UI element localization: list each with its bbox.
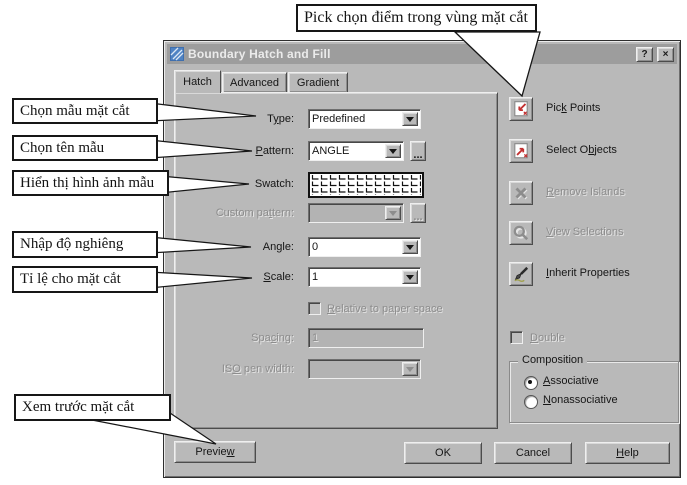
custom-pattern-browse-button: ... [410,203,426,223]
select-objects-button[interactable] [509,139,533,163]
associative-radio[interactable] [524,376,538,390]
associative-label: Associative [543,375,599,387]
app-icon [170,47,184,61]
view-selections-icon [513,225,529,241]
note-type: Chọn mẫu mặt cắt [12,98,158,124]
cancel-button[interactable]: Cancel [494,442,572,464]
pattern-browse-button[interactable]: ... [410,141,426,161]
scale-dropdown[interactable]: 1 [308,267,421,287]
remove-islands-icon [515,187,528,200]
type-label: Type: [267,113,294,125]
view-selections-label: View Selections [546,226,624,238]
select-objects-label: Select Objects [546,144,617,156]
iso-pen-width-dropdown [308,359,421,379]
inherit-properties-button[interactable] [509,262,533,286]
angle-label: Angle: [262,241,294,253]
note-pattern: Chọn tên mẫu [12,135,158,161]
chevron-down-icon [402,362,418,376]
angle-dropdown[interactable]: 0 [308,237,421,257]
relative-paper-space-label: Relative to paper space [327,303,443,315]
tab-gradient[interactable]: Gradient [288,72,348,92]
note-angle: Nhập độ nghiêng [12,231,158,258]
chevron-down-icon [385,206,401,220]
note-preview: Xem trước mặt cắt [14,394,171,421]
pick-points-icon [514,101,528,117]
double-label: Double [530,332,565,344]
custom-pattern-dropdown [308,203,404,223]
note-scale: Tỉ lệ cho mặt cắt [12,266,158,293]
type-value: Predefined [312,113,366,125]
note-pick-points: Pick chọn điểm trong vùng mặt cắt [296,4,537,32]
iso-pen-width-label: ISO pen width: [221,363,294,375]
chevron-down-icon[interactable] [402,112,418,126]
close-button[interactable]: × [657,46,674,62]
tab-hatch[interactable]: Hatch [174,70,221,93]
chevron-down-icon[interactable] [385,144,401,158]
scale-value: 1 [312,271,319,283]
double-checkbox [510,331,523,344]
titlebar[interactable]: Boundary Hatch and Fill ? × [167,44,677,64]
pattern-dropdown[interactable]: ANGLE [308,141,404,161]
spacing-label: Spacing: [251,332,294,344]
custom-pattern-label: Custom pattern: [215,207,294,219]
swatch-preview[interactable] [308,172,424,198]
pattern-value: ANGLE [312,145,350,157]
chevron-down-icon[interactable] [402,240,418,254]
angle-value: 0 [312,241,319,253]
select-objects-icon [514,143,528,159]
remove-islands-label: Remove Islands [546,186,625,198]
nonassociative-label: Nonassociative [543,394,618,406]
inherit-properties-icon [514,266,529,282]
relative-paper-space-checkbox [308,302,321,315]
pattern-label: Pattern: [255,145,294,157]
tab-advanced[interactable]: Advanced [222,72,287,92]
pick-points-label: Pick Points [546,102,601,114]
hatch-pattern-image [311,175,421,195]
help-titlebar-button[interactable]: ? [636,46,653,62]
nonassociative-radio[interactable] [524,395,538,409]
composition-group: Composition Associative Nonassociative [509,354,679,423]
composition-legend: Composition [518,354,588,366]
scale-label: Scale: [263,271,294,283]
spacing-input: 1 [308,328,424,348]
swatch-label: Swatch: [254,178,294,190]
ok-button[interactable]: OK [404,442,482,464]
remove-islands-button [509,181,533,205]
pick-points-button[interactable] [509,97,533,121]
view-selections-button [509,221,533,245]
boundary-hatch-dialog: Boundary Hatch and Fill ? × Hatch Advanc… [163,40,681,478]
note-swatch: Hiển thị hình ảnh mẫu [12,170,169,196]
inherit-properties-label: Inherit Properties [546,267,630,279]
chevron-down-icon[interactable] [402,270,418,284]
type-dropdown[interactable]: Predefined [308,109,421,129]
spacing-value: 1 [312,332,319,344]
window-title: Boundary Hatch and Fill [188,47,331,61]
